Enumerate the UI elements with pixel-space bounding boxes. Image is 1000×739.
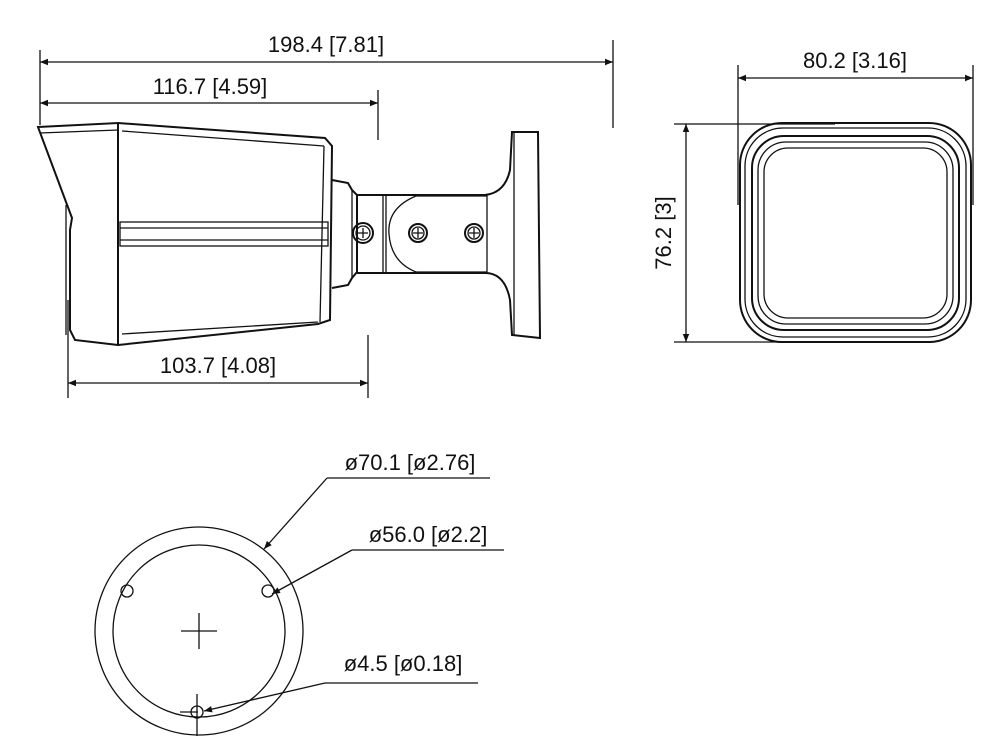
overall-length-dimension: 198.4 [7.81] bbox=[39, 32, 614, 128]
screw-icon bbox=[352, 222, 374, 244]
hole-diameter-label: ø4.5 [ø0.18] bbox=[344, 651, 463, 676]
bolt-circle-callout: ø56.0 [ø2.2] bbox=[271, 522, 504, 595]
width-label: 80.2 [3.16] bbox=[803, 48, 907, 73]
height-dimension: 76.2 [3] bbox=[651, 123, 835, 343]
body-length-label: 116.7 [4.59] bbox=[153, 74, 268, 99]
bolt-circle-label: ø56.0 [ø2.2] bbox=[369, 522, 488, 547]
mounting-base-view bbox=[94, 526, 304, 736]
overall-length-label: 198.4 [7.81] bbox=[268, 32, 384, 57]
housing-length-dimension: 103.7 [4.08] bbox=[67, 300, 369, 398]
outer-diameter-label: ø70.1 [ø2.76] bbox=[345, 450, 476, 475]
width-dimension: 80.2 [3.16] bbox=[737, 48, 974, 205]
body-length-dimension: 116.7 [4.59] bbox=[40, 74, 379, 140]
screw-icon bbox=[464, 223, 484, 243]
height-label: 76.2 [3] bbox=[651, 196, 676, 269]
hole-diameter-callout: ø4.5 [ø0.18] bbox=[203, 651, 478, 713]
camera-side-view bbox=[36, 121, 542, 347]
screw-icon bbox=[408, 223, 428, 243]
camera-rear-view bbox=[739, 122, 972, 343]
housing-length-label: 103.7 [4.08] bbox=[160, 353, 276, 378]
outer-diameter-callout: ø70.1 [ø2.76] bbox=[263, 450, 490, 550]
